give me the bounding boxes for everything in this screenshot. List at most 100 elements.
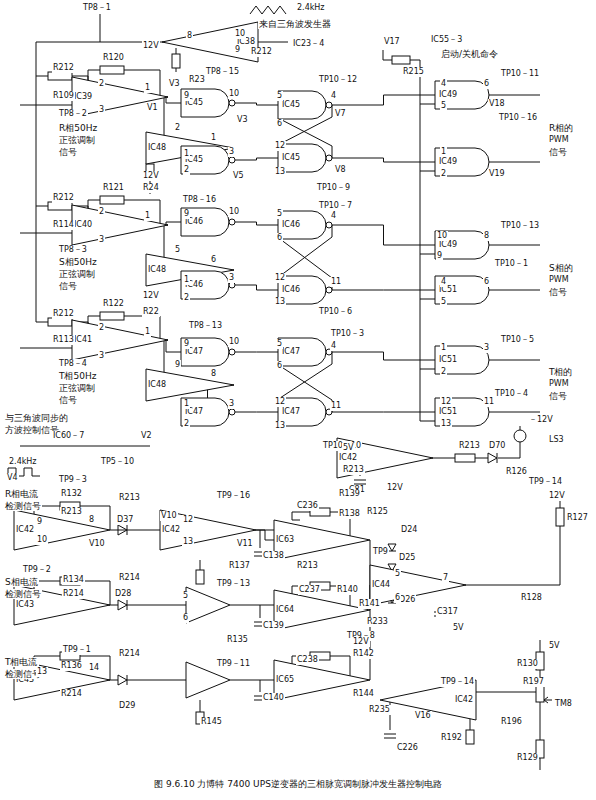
inversion-bubble [229,100,235,106]
circuit-label: R138 [338,509,361,519]
circuit-label: R233 [366,617,389,627]
circuit-label: C237 [298,585,321,595]
circuit-label: 12V [386,483,404,493]
circuit-label: 3 [98,351,105,361]
circuit-label: 信号 [548,391,568,401]
circuit-label: 9 [174,360,181,370]
gate-outline [370,565,466,605]
circuit-label: 2 [440,367,447,377]
circuit-label: D29 [118,701,136,711]
circuit-label: 6 [394,593,401,603]
circuit-label: V4 [6,473,19,483]
circuit-label: TP9－14 [528,477,563,487]
circuit-label: V19 [488,169,506,179]
circuit-label: R212 [52,193,75,203]
wire [200,700,201,712]
gate-outline [337,438,433,478]
circuit-label: 信号 [548,147,568,157]
logic-gate: IC46 [278,211,332,239]
circuit-label: 9 [183,91,190,101]
wire [20,233,76,234]
circuit-label: R196 [500,717,523,727]
circuit-label: 信号 [58,281,78,291]
opamp-symbol: IC63 [274,520,370,560]
circuit-label: 2 [98,323,105,333]
circuit-label: C226 [396,743,419,753]
circuit-label: 14 [88,663,100,673]
circuit-label: 4 [330,211,337,221]
circuit-label: C238 [296,655,319,665]
circuit-label: C138 [262,551,285,561]
circuit-label: 6 [276,119,283,129]
circuit-label: V1 [146,103,159,113]
circuit-label: 13 [182,537,194,547]
circuit-label: 6 [483,79,490,89]
circuit-label: R121 [102,183,125,193]
signal-wire [332,225,435,245]
circuit-label: TP10－11 [500,69,540,79]
circuit-label: 12 [274,273,286,283]
circuit-label: TP10－1 [494,259,529,269]
circuit-label: V17 [383,37,401,47]
circuit-label: R136 [60,661,83,671]
wire [176,68,177,72]
inversion-bubble [326,222,332,228]
circuit-label: 5 [276,209,283,219]
circuit-label: R212 [52,63,75,73]
wire [36,206,48,207]
resistor-symbol [100,66,124,74]
circuit-label: 11 [330,277,342,287]
wire [260,530,261,548]
circuit-label: R213 [342,465,365,475]
circuit-label: 12 [440,397,452,407]
wire [100,14,101,42]
circuit-label: 5 [440,101,447,111]
circuit-label: V3 [236,115,249,125]
circuit-label: 8 [210,369,217,379]
opamp-symbol [186,587,230,623]
circuit-label: 2 [183,165,190,175]
resistor-symbol [556,508,564,526]
circuit-label: V3 [168,79,181,89]
opamp-symbol: IC40 [72,205,168,245]
circuit-label: TM8 [554,699,573,709]
circuit-label: 10 [228,207,240,217]
logic-gate: IC47 [278,338,332,366]
circuit-label: D37 [116,515,134,525]
circuit-label: R134 [62,575,85,585]
diode-symbol [118,600,127,610]
circuit-label: 1 [144,83,151,93]
circuit-label: 来自三角波发生器 [258,19,332,29]
circuit-label: TP10－4 [494,389,529,399]
wire [481,412,540,413]
circuit-label: V2 [140,431,153,441]
circuit-label: 4 [330,341,337,351]
signal-wire [235,352,278,353]
circuit-label: 1 [183,275,190,285]
circuit-label: 12 [274,141,286,151]
circuit-label: 3 [228,399,235,409]
circuit-label: PWM [548,379,570,389]
circuit-label: TP8－15 [205,67,240,77]
circuit-label: TP9－2 [22,565,52,575]
circuit-label: D70 [488,441,506,451]
circuit-label: TP10－16 [498,113,538,123]
circuit-label: 1 [210,133,217,143]
circuit-label: D24 [400,525,418,535]
circuit-label: IC55－3 [430,35,463,45]
gate-outline [435,231,489,259]
inversion-bubble [229,219,235,225]
circuit-label: 3 [483,343,490,353]
signal-wire [332,95,435,105]
wire [36,76,48,77]
circuit-label: R126 [505,467,528,477]
circuit-label: R142 [352,649,375,659]
circuit-label: TP10－7 [318,201,353,211]
resistor-symbol [392,56,410,64]
circuit-label: 3 [98,105,105,115]
capacitor-symbol [384,734,396,738]
circuit-label: 8 [483,231,490,241]
circuit-label: V7 [334,109,347,119]
opamp-symbol: IC48 [146,369,234,401]
ic-name: IC44 [370,565,466,605]
